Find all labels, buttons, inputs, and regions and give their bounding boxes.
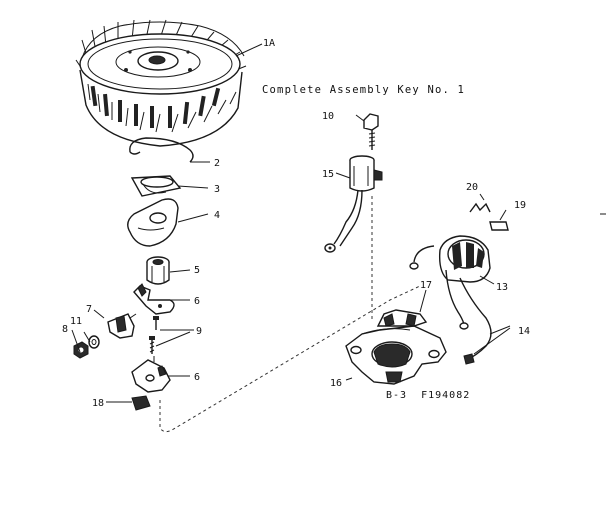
- part-2-spring-clip: [129, 137, 194, 163]
- part-11-washer: [88, 335, 100, 349]
- callout-17: 17: [420, 280, 432, 291]
- part-5-cam: [146, 256, 170, 285]
- callout-6-lower: 6: [194, 372, 200, 383]
- part-17-bracket-top: [376, 309, 428, 327]
- callout-6-upper: 6: [194, 296, 200, 307]
- callout-20: 20: [466, 182, 478, 193]
- callout-1a: 1A: [263, 38, 275, 49]
- callout-3: 3: [214, 184, 220, 195]
- callout-2: 2: [214, 158, 220, 169]
- part-19-clip: [489, 221, 509, 231]
- callout-15: 15: [322, 169, 334, 180]
- callout-5: 5: [194, 265, 200, 276]
- callout-8: 8: [62, 324, 68, 335]
- callout-11: 11: [70, 316, 82, 327]
- drawing-id: B-3 F194082: [386, 390, 470, 401]
- part-4-plate: [127, 198, 179, 247]
- callout-10: 10: [322, 111, 334, 122]
- part-13-ignition-coil: [409, 235, 491, 283]
- part-8-nut: [73, 341, 89, 359]
- part-14-coil-leads: [445, 269, 492, 365]
- part-15-condenser: [324, 155, 383, 253]
- part-18-felt-block: [131, 395, 151, 411]
- flywheel: [75, 19, 247, 147]
- callout-16: 16: [330, 378, 342, 389]
- part-10-bolt: [363, 113, 379, 150]
- part-6-breaker-arm: [133, 283, 175, 315]
- callout-19: 19: [514, 200, 526, 211]
- part-16-coil-bracket: [345, 325, 447, 385]
- leader-lines: [71, 43, 511, 403]
- part-7-condenser-bracket: [107, 313, 137, 339]
- part-9-screws: [149, 316, 159, 354]
- callout-7: 7: [86, 304, 92, 315]
- callout-13: 13: [496, 282, 508, 293]
- part-20-spring-pin: [469, 202, 491, 213]
- assembly-title: Complete Assembly Key No. 1: [262, 84, 465, 96]
- part-6-point-base: [131, 356, 171, 393]
- callout-4: 4: [214, 210, 220, 221]
- callout-9: 9: [196, 326, 202, 337]
- callout-14: 14: [518, 326, 530, 337]
- callout-18: 18: [92, 398, 104, 409]
- part-3-washer: [130, 175, 182, 197]
